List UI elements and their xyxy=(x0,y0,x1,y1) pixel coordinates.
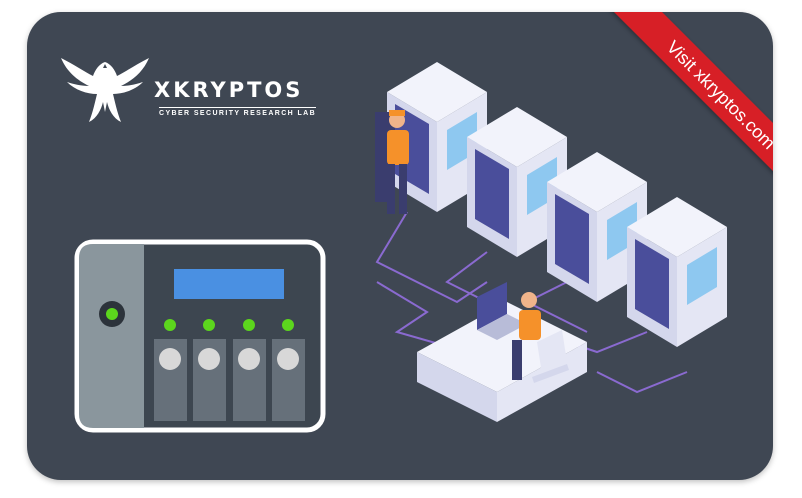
brand-name: XKRYPTOS xyxy=(154,78,304,102)
hero-card: XKRYPTOS CYBER SECURITY RESEARCH LAB Vis… xyxy=(27,12,773,480)
brand-logo[interactable]: XKRYPTOS CYBER SECURITY RESEARCH LAB xyxy=(59,42,317,132)
technician-icon xyxy=(375,110,409,214)
server-rack-icon xyxy=(387,62,727,347)
nas-device-icon xyxy=(74,239,326,433)
laptop-desk-icon xyxy=(417,282,587,422)
eagle-icon xyxy=(61,58,149,122)
brand-tagline: CYBER SECURITY RESEARCH LAB xyxy=(159,107,317,117)
server-room-illustration xyxy=(375,62,727,422)
